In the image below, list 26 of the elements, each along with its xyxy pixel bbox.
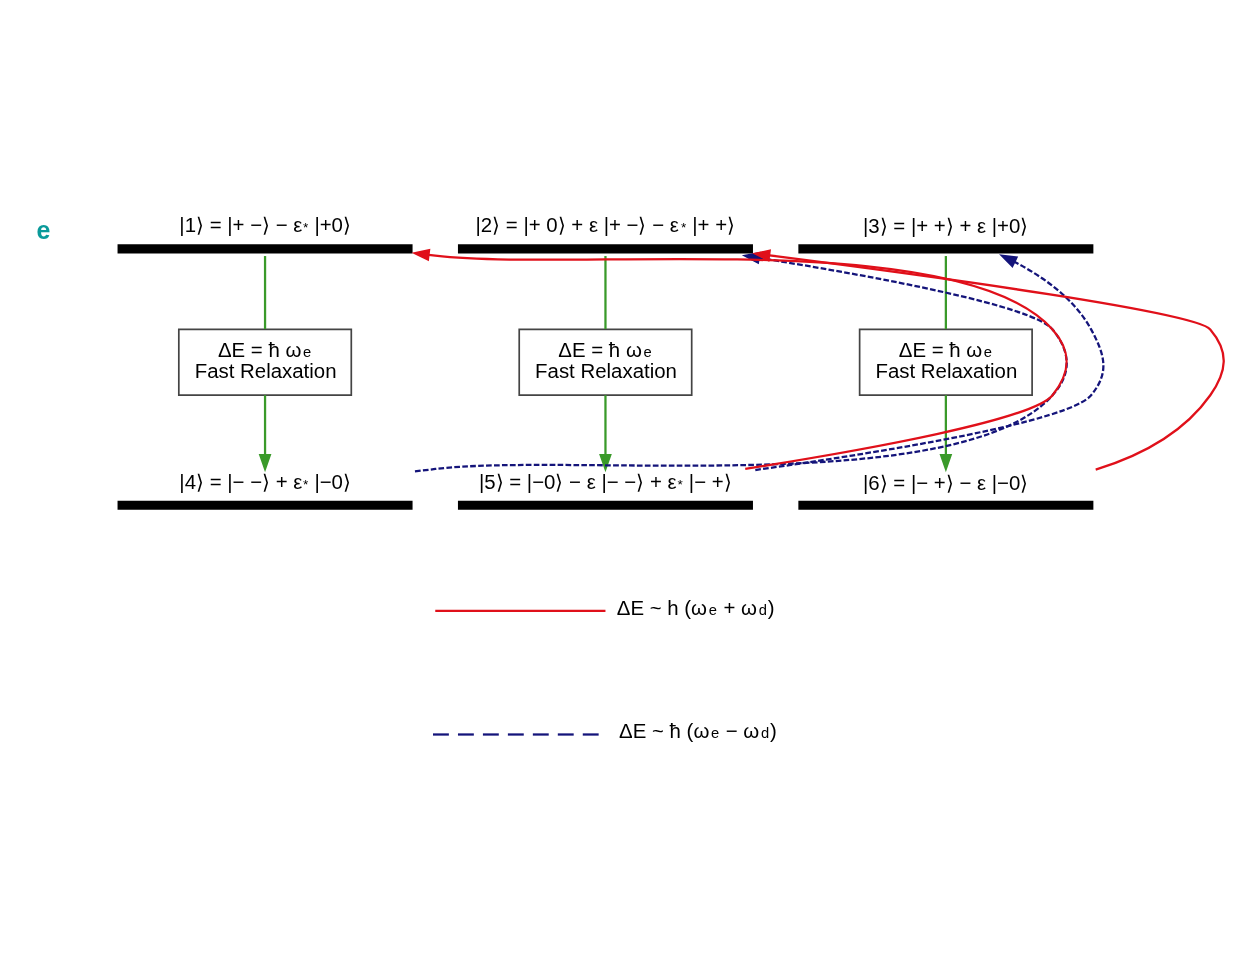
node-label: |2⟩ = |+ 0⟩ + ε |+ −⟩ − ε* |+ +⟩: [475, 213, 736, 236]
arrow: [752, 248, 1225, 471]
connector: [263, 255, 267, 329]
node-box: ΔE = ħ ωe Fast Relaxation: [518, 328, 693, 396]
node-label: |1⟩ = |+ −⟩ − ε* |+0⟩: [179, 213, 351, 236]
node-box: ΔE = ħ ωe Fast Relaxation: [177, 328, 353, 396]
node-label: |5⟩ = |−0⟩ − ε |− −⟩ + ε* |− +⟩: [478, 470, 732, 493]
legend-label: ΔE ~ h (ωe + ωd): [616, 596, 775, 619]
node-box: [798, 500, 1094, 510]
node-box: [117, 500, 413, 510]
arrow: [599, 394, 612, 472]
node-box: [457, 500, 753, 510]
arrow: [755, 253, 1105, 471]
node-box: ΔE = ħ ωe Fast Relaxation: [858, 328, 1033, 396]
label: e: [36, 215, 51, 244]
arrow: [939, 394, 953, 472]
node-box: [457, 243, 753, 253]
node-label: |6⟩ = |− +⟩ − ε |−0⟩: [863, 471, 1029, 494]
node-box: [798, 243, 1094, 253]
node-label: |4⟩ = |− −⟩ + ε* |−0⟩: [179, 470, 351, 493]
connector: [604, 255, 607, 329]
node-box: [117, 243, 413, 253]
arrow: [258, 394, 272, 472]
node-label: |3⟩ = |+ +⟩ + ε |+0⟩: [863, 214, 1029, 237]
connector: [944, 255, 947, 329]
legend-label: ΔE ~ ħ (ωe − ωd): [619, 719, 777, 742]
